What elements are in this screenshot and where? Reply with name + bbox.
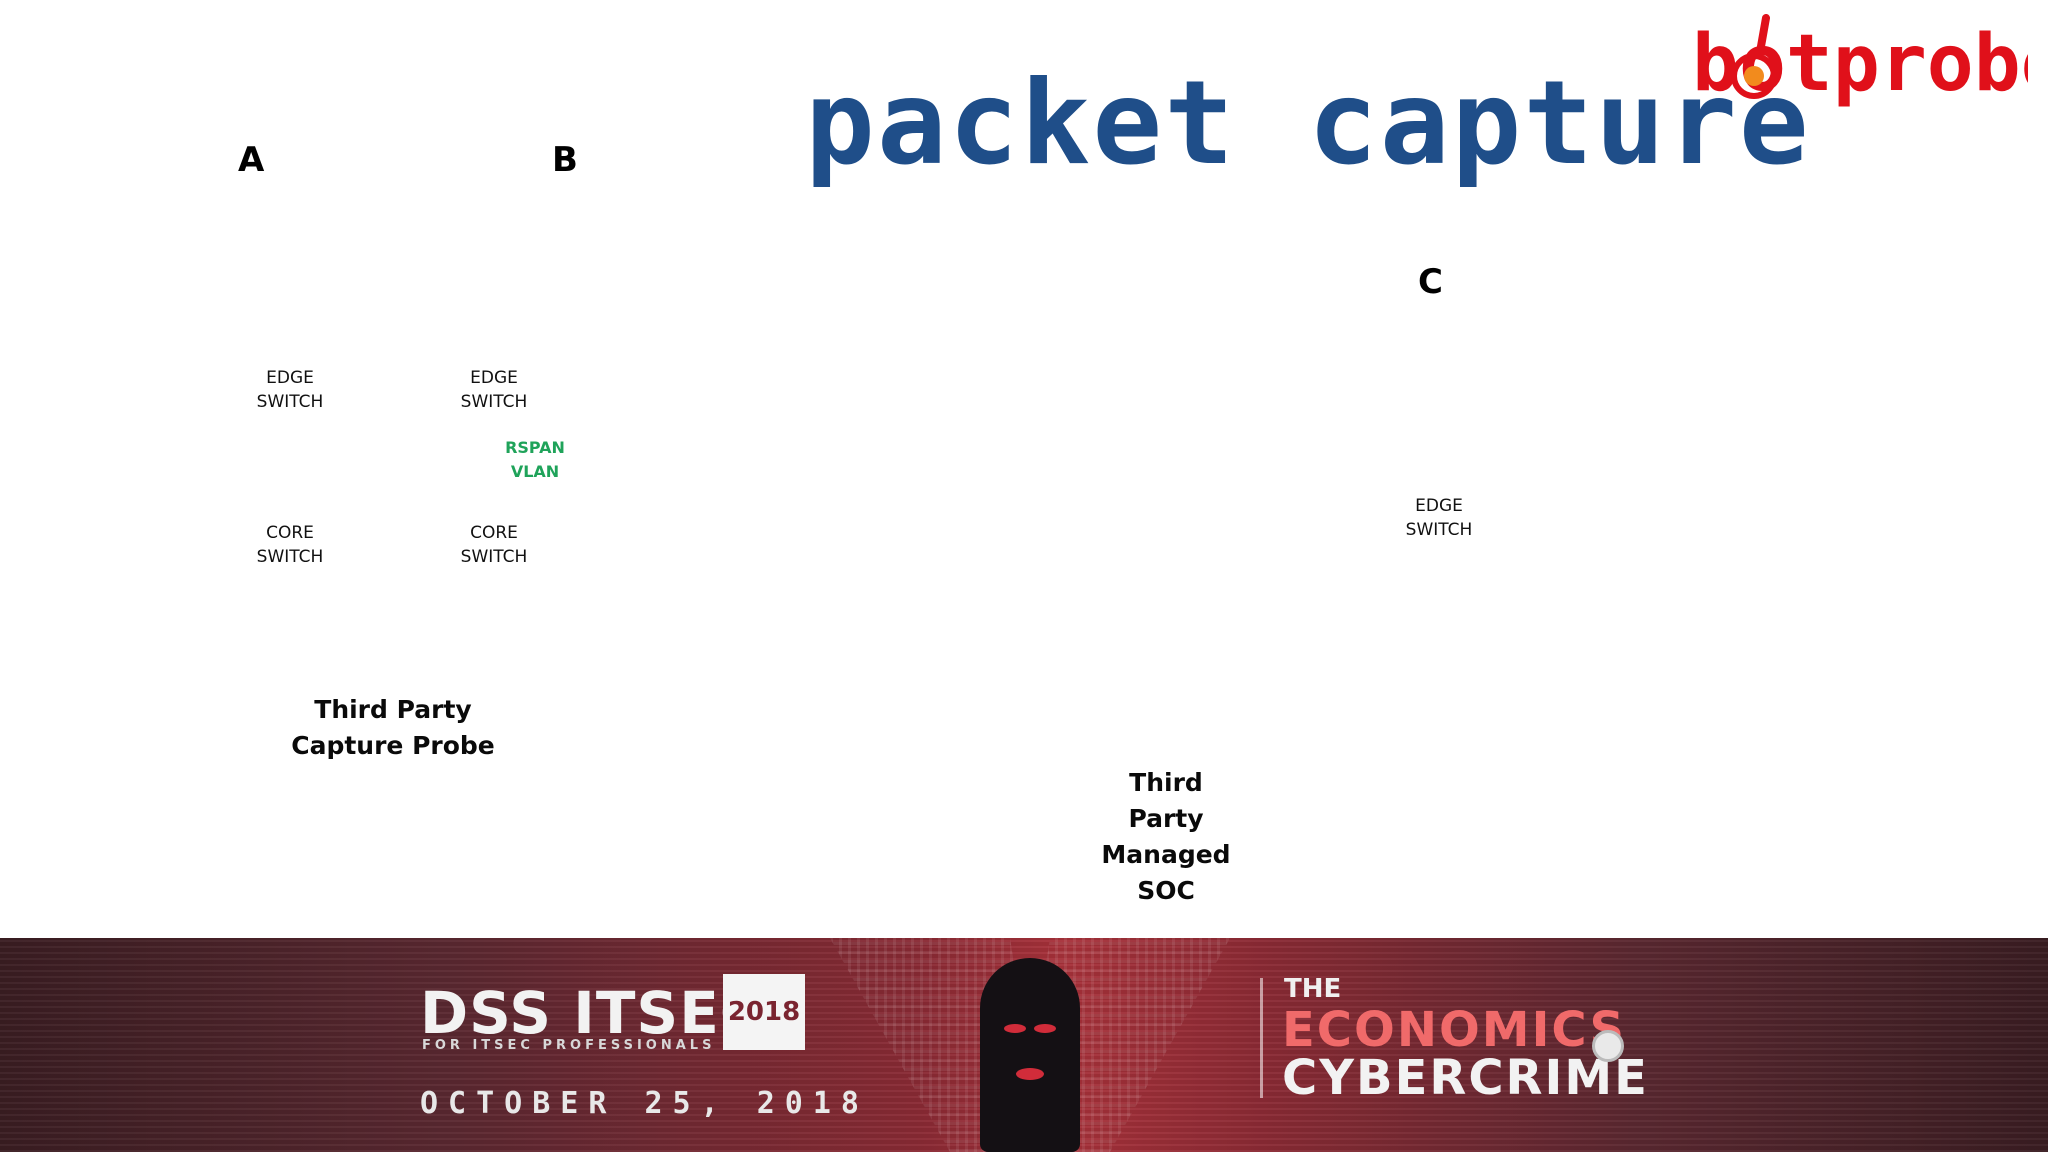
a-core-switch-label: CORE SWITCH bbox=[256, 523, 324, 567]
event-banner: DSS ITSEC 2018 FOR ITSEC PROFESSIONALS O… bbox=[0, 938, 2048, 1152]
event-name: DSS ITSEC bbox=[420, 979, 764, 1047]
banner-divider bbox=[1260, 978, 1263, 1098]
masked-figure-icon bbox=[980, 958, 1080, 1152]
theme-the: THE bbox=[1284, 974, 1342, 1004]
section-label-c: C bbox=[1418, 262, 1443, 302]
event-year-badge: 2018 bbox=[723, 974, 805, 1050]
logo-tiger-icon bbox=[1731, 53, 1777, 99]
theme-line-2: CYBERCRIME bbox=[1282, 1050, 1649, 1106]
b-core-switch-label: CORE SWITCH bbox=[460, 523, 528, 567]
c-edge-switch-label: EDGE SWITCH bbox=[1405, 496, 1473, 540]
theme-badge-icon bbox=[1592, 1030, 1624, 1062]
event-subtitle: FOR ITSEC PROFESSIONALS bbox=[422, 1038, 716, 1053]
section-label-a: A bbox=[238, 140, 265, 180]
b-edge-switch-label: EDGE SWITCH bbox=[460, 368, 528, 412]
rspan-vlan-label: RSPAN VLAN bbox=[505, 438, 565, 481]
section-label-b: B bbox=[552, 140, 578, 180]
a-edge-switch-label: EDGE SWITCH bbox=[256, 368, 324, 412]
slide-canvas: packet capture botprobe A B C EDGE SWITC… bbox=[238, 14, 2028, 905]
theme-line-1: ECONOMICS bbox=[1282, 1002, 1627, 1058]
slide-title: packet capture bbox=[805, 56, 1811, 191]
capture-probe-label: Third Party Capture Probe bbox=[291, 695, 495, 760]
event-date: OCTOBER 25, 2018 bbox=[420, 1086, 869, 1121]
managed-soc-label: Third Party Managed SOC bbox=[1101, 768, 1231, 905]
botprobe-logo: botprobe bbox=[1692, 14, 2028, 109]
